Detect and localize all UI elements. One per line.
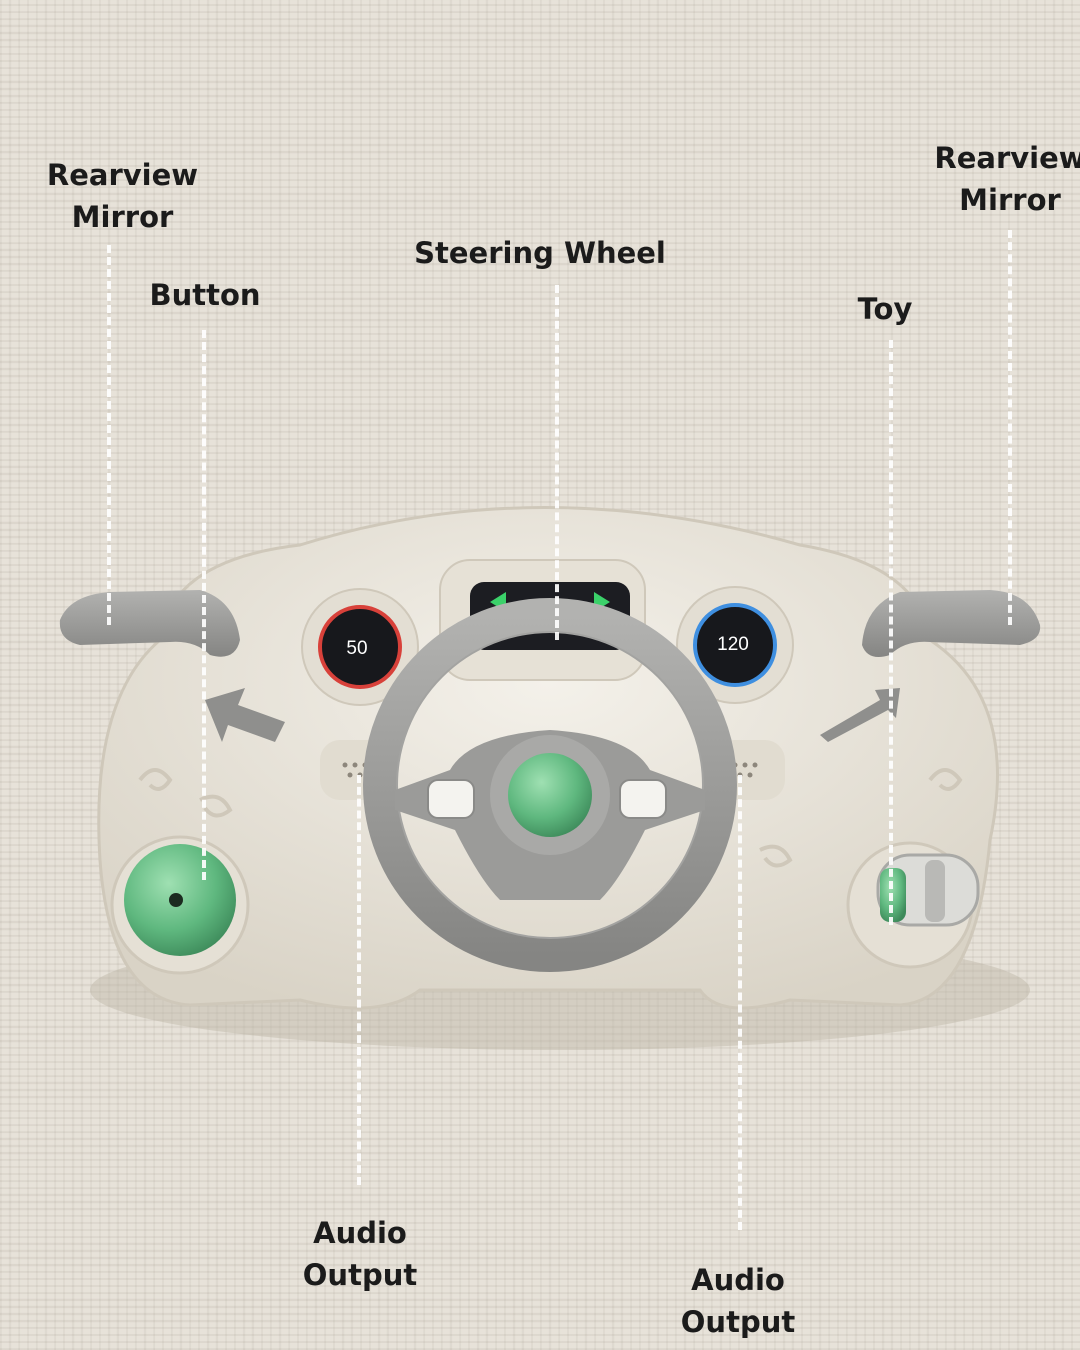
leader-button bbox=[202, 330, 206, 880]
label-rearview-mirror-right: Rearview Mirror bbox=[934, 141, 1080, 217]
right-gauge-value: 120 bbox=[717, 634, 749, 655]
leader-audio-right bbox=[738, 775, 742, 1230]
leader-steering-wheel bbox=[555, 285, 559, 640]
right-gauge bbox=[693, 603, 777, 687]
green-horn-button[interactable] bbox=[508, 753, 592, 837]
label-toy: Toy bbox=[857, 292, 913, 326]
leader-toy bbox=[889, 340, 893, 925]
leader-rearview-left bbox=[107, 245, 111, 625]
right-horn-button[interactable] bbox=[619, 779, 667, 819]
leader-rearview-right bbox=[1008, 230, 1012, 625]
right-swirl-icon bbox=[759, 768, 963, 868]
label-audio-output-right: Audio Output bbox=[680, 1263, 796, 1339]
leader-audio-left bbox=[357, 775, 361, 1185]
left-lever[interactable] bbox=[205, 688, 285, 742]
steering-wheel-rim[interactable] bbox=[363, 598, 737, 972]
label-steering-wheel: Steering Wheel bbox=[414, 236, 666, 270]
left-gauge bbox=[318, 605, 402, 689]
right-lever[interactable] bbox=[820, 688, 900, 742]
ball-button-hole bbox=[169, 893, 183, 907]
label-audio-output-left: Audio Output bbox=[302, 1216, 418, 1292]
left-gauge-value: 50 bbox=[346, 638, 367, 659]
label-button: Button bbox=[149, 278, 261, 312]
left-rearview-mirror[interactable] bbox=[59, 590, 241, 657]
left-horn-button[interactable] bbox=[427, 779, 475, 819]
label-rearview-mirror-left: Rearview Mirror bbox=[46, 158, 199, 234]
right-rearview-mirror[interactable] bbox=[862, 590, 1041, 658]
left-swirl-icon bbox=[138, 768, 233, 818]
